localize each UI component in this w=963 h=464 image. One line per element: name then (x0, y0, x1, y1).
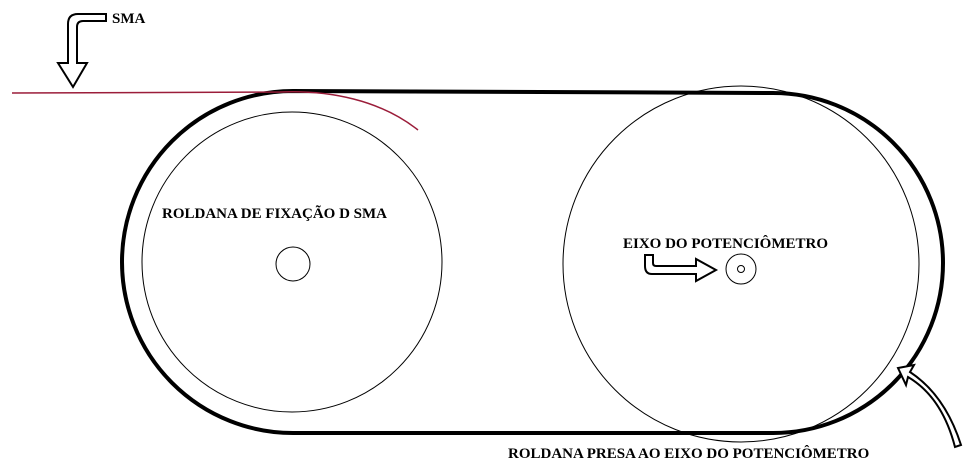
pulley-curved-arrow-icon (896, 363, 963, 449)
sma-arrow-icon (56, 13, 107, 89)
potentiometer-axis-inner (737, 265, 745, 273)
potentiometer-pulley-label: ROLDANA PRESA AO EIXO DO POTENCIÔMETRO (508, 445, 869, 462)
axis-arrow-icon (644, 254, 719, 283)
belt-loop (120, 89, 945, 435)
potentiometer-axis-label: EIXO DO POTENCIÔMETRO (623, 235, 828, 252)
fixing-pulley-circle (141, 111, 443, 413)
sma-label: SMA (112, 11, 146, 27)
fixing-pulley-hub (275, 246, 311, 282)
potentiometer-pulley-circle (562, 85, 920, 443)
fixing-pulley-label: ROLDANA DE FIXAÇÃO D SMA (162, 204, 387, 222)
potentiometer-axis-outer (725, 253, 757, 285)
sma-wire (11, 91, 419, 131)
